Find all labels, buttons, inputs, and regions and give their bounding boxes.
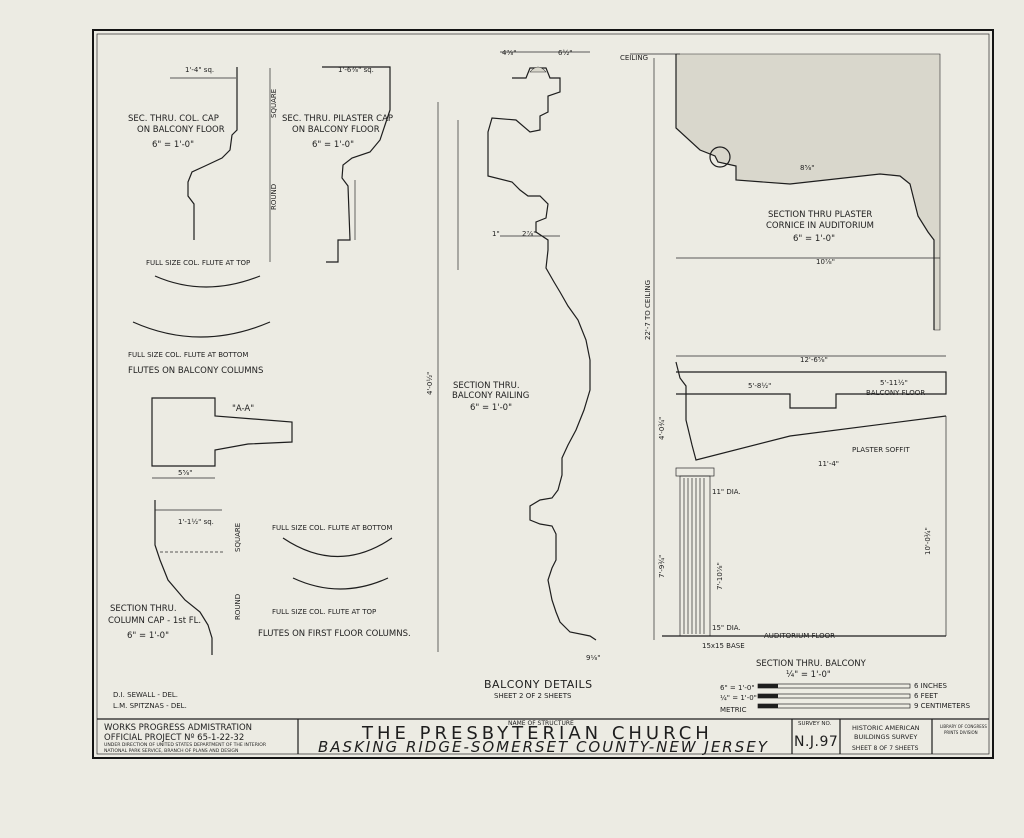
dim-h2: 7'-9¾" [658, 555, 666, 578]
loc-line-2: PRINTS DIVISION [944, 730, 978, 735]
section-balcony-title: SECTION THRU. BALCONY [756, 659, 867, 669]
scale-bar: 6" = 1'-0" ¼" = 1'-0" METRIC 6 INCHES 6 … [720, 682, 971, 714]
loc-line-1: LIBRARY OF CONGRESS [940, 724, 987, 729]
square-label: SQUARE [270, 89, 278, 118]
sheet-border [92, 29, 994, 759]
section-aa-label: "A-A" [232, 404, 254, 414]
col-cap-first-scale: 6" = 1'-0" [127, 631, 169, 641]
rail-overall-height: 4'-0½" [426, 372, 434, 395]
pilaster-cap-scale: 6" = 1'-0" [312, 140, 354, 150]
flute-top-label: FULL SIZE COL. FLUTE AT TOP [146, 259, 250, 267]
sheet-number: SHEET 8 OF 7 SHEETS [852, 745, 919, 752]
dim-soffit: 11'-4" [818, 460, 839, 468]
dim-pilaster: 1'-6⅜" sq. [338, 66, 374, 74]
delineator-1: D.I. SEWALL - DEL. [113, 691, 178, 699]
structure-name: THE PRESBYTERIAN CHURCH [361, 723, 713, 744]
habs-line-1: HISTORIC AMERICAN [852, 724, 920, 732]
plaster-soffit-label: PLASTER SOFFIT [852, 446, 910, 454]
scale-row-2: ¼" = 1'-0" [720, 694, 757, 702]
dim-rail-5: 9⅛" [586, 654, 600, 662]
round-label: ROUND [270, 184, 278, 210]
dim-a: 5'-8½" [748, 382, 771, 390]
scale-unit-2: 6 FEET [914, 692, 939, 700]
wpa-line-2: OFFICIAL PROJECT Nº 65-1-22-32 [104, 733, 244, 743]
base-label: 15x15 BASE [702, 642, 745, 650]
col-cap-balcony-title-2: ON BALCONY FLOOR [137, 125, 225, 135]
dim-cornice-top: 8⅝" [800, 164, 814, 172]
railing-title-2: BALCONY RAILING [452, 391, 529, 401]
cornice-title-1: SECTION THRU PLASTER [768, 210, 872, 220]
wpa-line-4: NATIONAL PARK SERVICE, BRANCH OF PLANS A… [104, 748, 238, 754]
auditorium-floor-label: AUDITORIUM FLOOR [764, 632, 835, 640]
dim-col-cap-first: 1'-1½" sq. [178, 518, 214, 526]
location-text: BASKING RIDGE-SOMERSET COUNTY-NEW JERSEY [318, 738, 769, 756]
survey-no: N.J.97 [794, 734, 838, 750]
dim-h4: 10'-0¾" [924, 527, 932, 555]
section-aa-detail: "A-A" 5⅝" [151, 397, 293, 479]
pilaster-cap-detail: 1'-6⅜" sq. SEC. THRU. PILASTER CAP ON BA… [282, 66, 393, 263]
pilaster-cap-title-2: ON BALCONY FLOOR [292, 125, 380, 135]
wpa-line-3: UNDER DIRECTION OF UNITED STATES DEPARTM… [104, 742, 267, 748]
dim-cornice: 10⅞" [816, 258, 835, 266]
flute-bottom-label: FULL SIZE COL. FLUTE AT BOTTOM [128, 351, 248, 359]
balcony-section: 12'-6⅝" 5'-8½" 5'-11½" BALCONY FLOOR PLA… [658, 355, 947, 680]
dim-h1: 4'-0¾" [658, 417, 666, 440]
habs-line-2: BUILDINGS SURVEY [854, 733, 917, 741]
dim-rail-4: 2⅞" [522, 230, 536, 238]
col-cap-first-detail: 1'-1½" sq. SQUARE ROUND SECTION THRU. CO… [108, 500, 242, 655]
scale-unit-1: 6 INCHES [914, 682, 948, 690]
col-cap-first-title-2: COLUMN CAP - 1st FL. [108, 616, 201, 626]
col-cap-balcony-detail: 1'-4" sq. SQUARE ROUND SEC. THRU. COL. C… [128, 66, 278, 262]
square-label-2: SQUARE [234, 523, 242, 552]
pilaster-cap-title-1: SEC. THRU. PILASTER CAP [282, 114, 393, 124]
col-cap-balcony-title-1: SEC. THRU. COL. CAP [128, 114, 219, 124]
cornice-title-2: CORNICE IN AUDITORIUM [766, 221, 874, 231]
dim-rail-3: 1" [492, 230, 500, 238]
dim-rail-1: 4⅞" [502, 49, 516, 57]
dia-top-label: 11" DIA. [712, 488, 741, 496]
flutes-balcony-group: FULL SIZE COL. FLUTE AT TOP FULL SIZE CO… [128, 259, 271, 376]
dim-rail-2: 6½" [558, 49, 572, 57]
col-cap-first-title-1: SECTION THRU. [110, 604, 177, 614]
delineator-2: L.M. SPITZNAS - DEL. [113, 702, 187, 710]
section-balcony-scale: ¼" = 1'-0" [786, 670, 831, 680]
dim-aa: 5⅝" [178, 469, 192, 477]
dia-base-label: 15" DIA. [712, 624, 741, 632]
scale-unit-3: 9 CENTIMETERS [914, 702, 971, 710]
balcony-details-title: BALCONY DETAILS [484, 678, 593, 691]
cornice-scale: 6" = 1'-0" [793, 234, 835, 244]
scale-row-3: METRIC [720, 706, 747, 714]
scale-row-1: 6" = 1'-0" [720, 684, 755, 692]
name-label: NAME OF STRUCTURE [508, 720, 574, 727]
balcony-railing-section: 4⅞" 6½" 1" 2⅞" 9⅛" 4'-0½" SECTION THRU. … [426, 49, 600, 700]
plaster-cornice-section: CEILING 10⅞" 8⅝" SECTION THRU PLASTER CO… [620, 53, 941, 640]
balcony-floor-label: BALCONY FLOOR [866, 389, 925, 397]
dim-col-cap: 1'-4" sq. [185, 66, 214, 74]
round-label-2: ROUND [234, 594, 242, 620]
dim-b: 5'-11½" [880, 379, 908, 387]
inner-border [96, 33, 990, 755]
column-shaft [675, 467, 715, 637]
flutes-balcony-title: FLUTES ON BALCONY COLUMNS [128, 366, 263, 376]
flutes-first-group: FULL SIZE COL. FLUTE AT BOTTOM FULL SIZE… [258, 524, 411, 639]
flute-bottom-label-2: FULL SIZE COL. FLUTE AT BOTTOM [272, 524, 392, 532]
flute-top-label-2: FULL SIZE COL. FLUTE AT TOP [272, 608, 376, 616]
dim-balcony-depth: 12'-6⅝" [800, 356, 828, 364]
col-cap-balcony-scale: 6" = 1'-0" [152, 140, 194, 150]
railing-title-1: SECTION THRU. [453, 381, 520, 391]
flutes-first-title: FLUTES ON FIRST FLOOR COLUMNS. [258, 629, 411, 639]
survey-label: SURVEY NO. [798, 721, 832, 727]
sheet-note: SHEET 2 OF 2 SHEETS [494, 692, 572, 700]
to-ceiling-label: 22'-7 TO CEILING [644, 280, 652, 340]
dim-h3: 7'-10⅞" [716, 562, 724, 590]
railing-scale: 6" = 1'-0" [470, 403, 512, 413]
title-block: WORKS PROGRESS ADMISTRATION OFFICIAL PRO… [97, 718, 989, 756]
ceiling-label: CEILING [620, 54, 648, 62]
wpa-line-1: WORKS PROGRESS ADMISTRATION [104, 723, 252, 733]
